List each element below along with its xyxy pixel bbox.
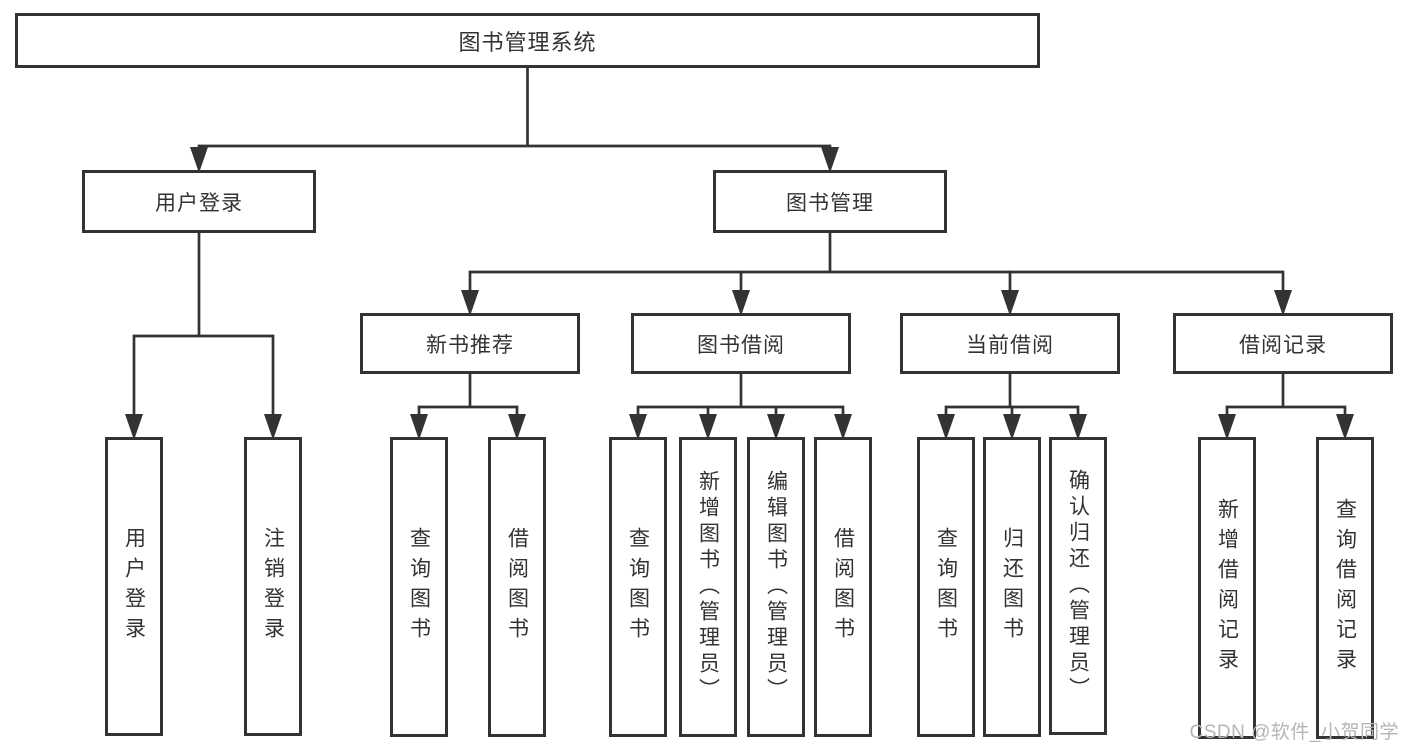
node-return-book: 归还图书: [983, 437, 1041, 737]
node-query-book-2: 查询图书: [609, 437, 667, 737]
node-label: 编辑图书（管理员）: [764, 470, 788, 704]
node-label: 查询图书: [934, 527, 958, 647]
node-book-mgmt: 图书管理: [713, 170, 947, 233]
node-label: 注销登录: [261, 526, 285, 647]
node-label: 图书借阅: [697, 333, 785, 357]
node-edit-book: 编辑图书（管理员）: [747, 437, 805, 737]
node-add-borrow-record: 新增借阅记录: [1198, 437, 1256, 739]
node-label: 图书管理系统: [458, 29, 597, 55]
node-borrow-records: 借阅记录: [1173, 313, 1393, 374]
node-label: 查询借阅记录: [1333, 498, 1357, 678]
node-user-login-group: 用户登录: [82, 170, 316, 233]
node-add-book: 新增图书（管理员）: [679, 437, 737, 737]
node-logout: 注销登录: [244, 437, 302, 736]
node-label: 新增借阅记录: [1215, 498, 1239, 678]
node-label: 确认归还（管理员）: [1066, 469, 1090, 703]
node-label: 当前借阅: [966, 333, 1054, 357]
node-label: 用户登录: [155, 191, 243, 215]
node-query-borrow-record: 查询借阅记录: [1316, 437, 1374, 739]
node-label: 归还图书: [1000, 527, 1024, 647]
node-user-login: 用户登录: [105, 437, 163, 736]
node-query-book-1: 查询图书: [390, 437, 448, 737]
node-confirm-return: 确认归还（管理员）: [1049, 437, 1107, 735]
node-borrow-book-2: 借阅图书: [814, 437, 872, 737]
watermark: CSDN @软件_小贺同学: [1189, 722, 1399, 743]
node-label: 借阅记录: [1239, 333, 1327, 357]
node-label: 借阅图书: [505, 527, 529, 647]
node-label: 查询图书: [407, 527, 431, 647]
node-label: 图书管理: [786, 191, 874, 215]
node-label: 新书推荐: [426, 333, 514, 357]
node-current-borrow: 当前借阅: [900, 313, 1120, 374]
node-label: 查询图书: [626, 527, 650, 647]
node-label: 用户登录: [122, 526, 146, 647]
node-new-book-rec: 新书推荐: [360, 313, 580, 374]
node-book-borrow: 图书借阅: [631, 313, 851, 374]
node-query-book-3: 查询图书: [917, 437, 975, 737]
node-borrow-book-1: 借阅图书: [488, 437, 546, 737]
node-label: 新增图书（管理员）: [696, 470, 720, 704]
node-label: 借阅图书: [831, 527, 855, 647]
node-root: 图书管理系统: [15, 13, 1040, 68]
